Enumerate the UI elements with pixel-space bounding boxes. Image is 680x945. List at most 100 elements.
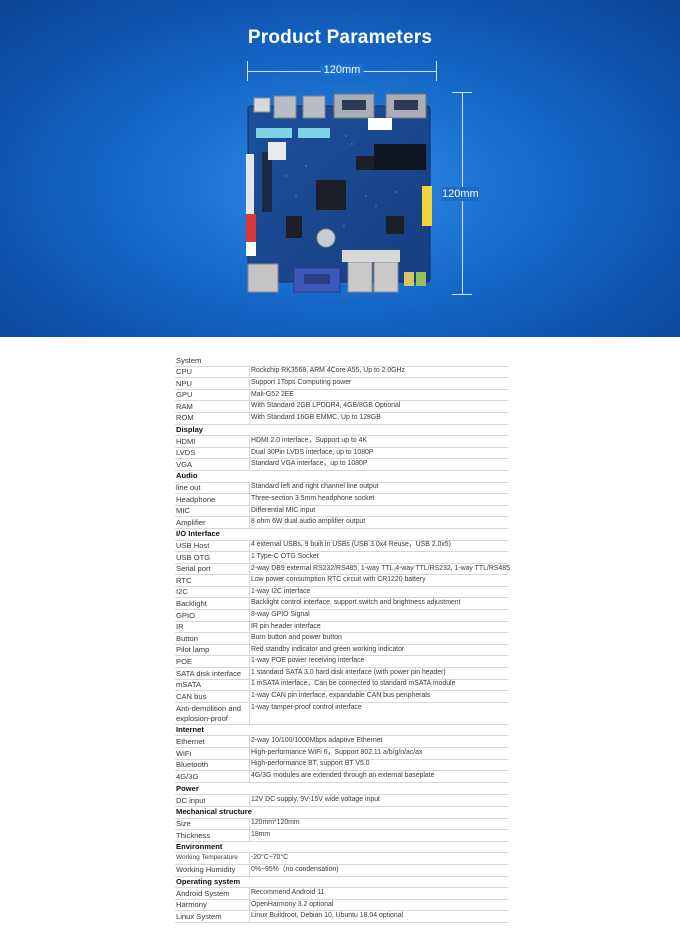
param-value: Recommend Android 11	[251, 888, 325, 896]
param-value: Standard VGA interface，up to 1080P	[251, 460, 368, 468]
param-name: MIC	[175, 505, 250, 517]
param-name: Pilot lamp	[175, 644, 250, 656]
param-name: IR	[175, 621, 250, 633]
section-heading: Operating system	[175, 877, 508, 889]
param-value: Low power consumption RTC circuit with C…	[251, 576, 426, 584]
param-name: line out	[175, 482, 250, 494]
product-banner: Product Parameters 120mm 120mm	[0, 0, 680, 337]
section-heading: Internet	[175, 725, 508, 737]
param-value: 1-way POE power receiving interface	[251, 657, 365, 665]
param-name: I2C	[175, 586, 250, 598]
param-name: Headphone	[175, 494, 250, 505]
param-name: CPU	[175, 366, 250, 378]
param-name: Linux System	[175, 911, 250, 922]
param-name: USB OTG	[175, 552, 250, 563]
param-value: 120mm*120mm	[251, 819, 300, 827]
param-name: RTC	[175, 575, 250, 586]
param-value: 8-way GPIO Signal	[251, 610, 310, 618]
width-dimension: 120mm	[247, 61, 437, 81]
param-value: 4G/3G modules are extended through an ex…	[251, 772, 435, 780]
param-value: Support 1Tops Computing power	[251, 379, 352, 387]
param-value: 4 external USBs, 9 built in USBs (USB 3.…	[251, 541, 451, 549]
param-value: Mali-G52 2EE	[251, 390, 294, 398]
param-value: 2-way 10/100/1000Mbps adaptive Ethernet	[251, 737, 383, 745]
param-name: NPU	[175, 378, 250, 389]
section-heading: Display	[175, 425, 508, 437]
param-name: SATA disk interface	[175, 668, 250, 679]
param-value: 0%~95%（no condensation)	[251, 865, 339, 873]
param-value: IR pin header interface	[251, 622, 321, 630]
param-value: High-performance WiFi 6，Support 802.11 a…	[251, 748, 423, 756]
param-value: With Standard 16GB EMMC, Up to 128GB	[251, 413, 381, 421]
param-name: LVDS	[175, 447, 250, 459]
param-value: Three-section 3.5mm headphone socket	[251, 494, 375, 502]
param-value: With Standard 2GB LPDDR4, 4GB/8GB Option…	[251, 402, 401, 410]
param-value: 2-way DB9 external RS232/RS485, 1-way TT…	[251, 564, 510, 572]
param-value: Differential MIC input	[251, 506, 316, 514]
param-name: Backlight	[175, 598, 250, 610]
param-value: Burn button and power button	[251, 634, 342, 642]
param-name: CAN bus	[175, 691, 250, 702]
param-name: Working Humidity	[175, 864, 250, 876]
section-heading: System	[175, 355, 508, 367]
height-dimension: 120mm	[442, 92, 479, 295]
param-value: HDMI 2.0 interface，Support up to 4K	[251, 437, 368, 444]
section-heading: Power	[175, 784, 508, 796]
param-name: ROM	[175, 412, 250, 424]
param-name: Amplifier	[175, 517, 250, 528]
param-name: RAM	[175, 401, 250, 412]
param-name: HDMI	[175, 436, 250, 447]
param-name: USB Host	[175, 540, 250, 552]
param-name: Anti-demolition and explosion-proof	[175, 702, 250, 724]
param-name: Working Temperature	[175, 853, 250, 864]
param-value: High-performance BT, support BT V5.0	[251, 760, 370, 768]
param-value: 12V DC supply, 9V-15V wide voltage input	[251, 796, 380, 804]
height-label: 120mm	[442, 187, 479, 201]
param-value: 8 ohm 6W dual audio amplifier output	[251, 518, 366, 526]
param-value: 18mm	[251, 831, 271, 838]
param-value: Backlight control interface, support swi…	[251, 599, 461, 607]
param-value: Linux Buildroot, Debian 10, Ubuntu 18.04…	[251, 912, 404, 920]
section-heading: Mechanical structure	[175, 807, 508, 819]
param-name: mSATA	[175, 679, 250, 691]
param-name: GPIO	[175, 610, 250, 621]
param-value: 1-way CAN pin interface, expandable CAN …	[251, 692, 431, 700]
param-name: Serial port	[175, 563, 250, 575]
param-name: Android System	[175, 888, 250, 899]
section-heading: I/O Interface	[175, 529, 508, 541]
param-name: Thickness	[175, 830, 250, 841]
param-value: Red standby indicator and green working …	[251, 645, 405, 653]
param-name: POE	[175, 656, 250, 668]
param-value: Dual 30Pin LVDS interface, up to 1080P	[251, 448, 374, 456]
